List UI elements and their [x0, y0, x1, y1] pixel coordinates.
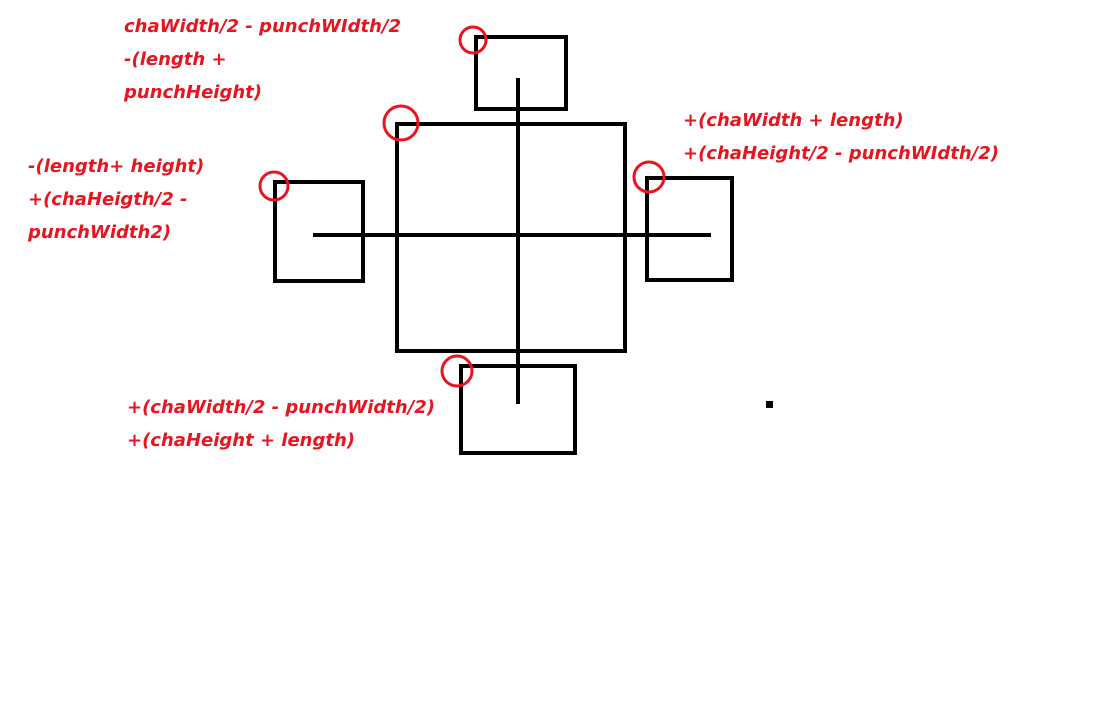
origin-marker-bottom — [440, 354, 474, 388]
annotation-line: chaWidth/2 - punchWIdth/2 — [124, 16, 402, 37]
annotation-line: +(chaHeight + length) — [127, 430, 356, 451]
punch-box-left — [273, 180, 365, 283]
annotation-line: -(length + — [124, 49, 227, 70]
annotation-left-punch: -(length+ height) +(chaHeigth/2 - punchW… — [28, 150, 204, 249]
annotation-line: punchHeight) — [124, 82, 262, 103]
annotation-line: -(length+ height) — [28, 156, 205, 177]
origin-marker-character — [382, 104, 420, 142]
character-box — [395, 122, 627, 353]
annotation-right-punch: +(chaWidth + length) +(chaHeight/2 - pun… — [683, 104, 999, 170]
punch-box-right — [645, 176, 734, 282]
origin-marker-right — [632, 160, 666, 194]
origin-marker-top — [458, 25, 488, 55]
stray-dot — [766, 401, 773, 408]
punch-box-top — [474, 35, 568, 111]
annotation-top-punch: chaWidth/2 - punchWIdth/2 -(length + pun… — [124, 10, 401, 109]
annotation-line: +(chaHeigth/2 - — [28, 189, 188, 210]
annotation-line: punchWidth2) — [28, 222, 172, 243]
annotation-line: +(chaWidth/2 - punchWidth/2) — [127, 397, 436, 418]
annotation-line: +(chaHeight/2 - punchWIdth/2) — [683, 143, 999, 164]
origin-marker-left — [258, 170, 290, 202]
annotation-bottom-punch: +(chaWidth/2 - punchWidth/2) +(chaHeight… — [127, 391, 435, 457]
annotation-line: +(chaWidth + length) — [683, 110, 904, 131]
